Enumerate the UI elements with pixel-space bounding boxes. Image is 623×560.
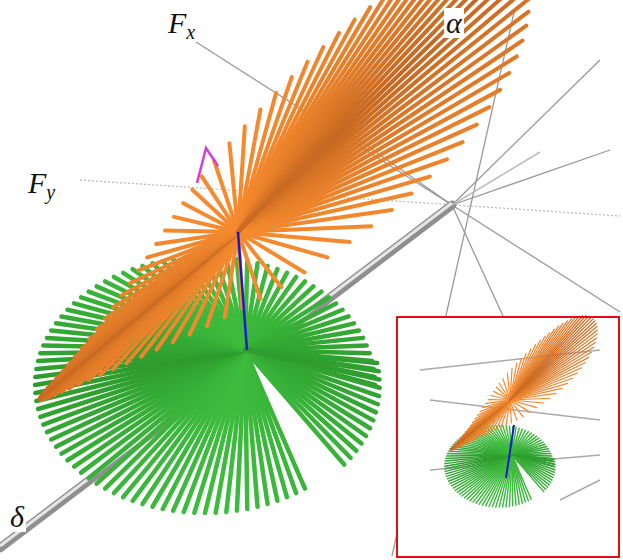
orange-rib [510,334,597,400]
green-rib [446,455,512,459]
axis-label: α [444,8,464,38]
orange-rib [451,400,510,450]
orange-rib [82,232,238,349]
inset-background [397,317,619,557]
axis-label: Fy [26,168,57,202]
orange-rib [468,400,510,429]
green-rib [445,455,512,471]
axis-line [452,150,610,205]
orange-rib [139,232,238,270]
orange-rib [75,232,238,357]
orange-rib [507,373,510,400]
orange-rib [238,0,529,232]
orange-rib [457,400,510,442]
orange-rib [459,400,510,440]
orange-rib [510,400,511,423]
orange-rib [147,232,238,257]
orange-rib [47,232,238,388]
orange-rib [97,232,238,329]
orange-rib [89,232,238,339]
delta-axis [0,205,452,548]
inset-frame [397,317,619,557]
orange-rib [238,0,500,232]
orange-rib [238,0,490,232]
axes [0,8,620,556]
orange-rib [470,400,510,426]
orange-rib [510,324,596,400]
orange-rib [238,226,371,232]
orange-rib [105,232,238,319]
orange-rib [130,232,238,283]
green-rib [446,455,512,474]
orange-rib [238,210,392,232]
axis-label: Fx [166,8,197,42]
inset-orange-surface [451,316,598,451]
orange-rib [451,400,510,449]
orange-rib [40,232,238,399]
orange-rib [238,232,281,287]
orange-rib [465,400,510,432]
orange-rib [463,400,510,435]
orange-rib [483,400,510,408]
delta-axis [452,152,540,205]
orange-rib [451,400,510,450]
blue-vector [238,232,247,350]
orange-rib [42,232,238,395]
orange-rib [510,400,523,417]
orange-rib [461,400,510,438]
green-rib [445,455,512,464]
orange-rib [68,232,238,365]
orange-rib [478,400,510,415]
magenta-curve [197,148,218,183]
orange-rib [453,400,510,447]
orange-rib [510,400,537,408]
orange-rib [452,400,510,448]
axis-label: δ [8,502,26,532]
orange-rib [510,398,550,400]
green-rib [445,455,512,461]
orange-rib [510,393,556,400]
green-rib [245,350,375,377]
orange-rib [485,400,510,404]
orange-rib [56,232,238,378]
orange-rib [229,143,238,232]
green-rib [512,455,516,505]
green-rib [512,455,553,464]
orange-rib [62,232,238,372]
orange-rib [52,232,238,384]
green-rib [445,455,512,469]
orange-rib [238,232,327,257]
orange-rib [510,317,591,400]
orange-rib [451,400,510,450]
green-rib [445,455,512,466]
delta-axis-highlight [0,203,452,546]
orange-rib [238,0,508,232]
orange-rib [238,12,529,232]
inset-axis [430,400,600,420]
orange-rib [454,400,510,446]
orange-rib [121,232,238,296]
inset-axis [560,480,600,500]
orange-rib [480,400,510,412]
orange-rib [456,400,510,444]
orange-rib [473,400,510,423]
inset [397,316,619,557]
orange-rib [40,232,238,397]
orange-rib [156,232,238,244]
orange-rib [113,232,238,307]
orange-rib [44,232,238,392]
orange-rib [475,400,510,419]
orange-rib [40,232,238,400]
orange-rib [451,400,510,450]
inset-blue-vector [506,425,514,478]
